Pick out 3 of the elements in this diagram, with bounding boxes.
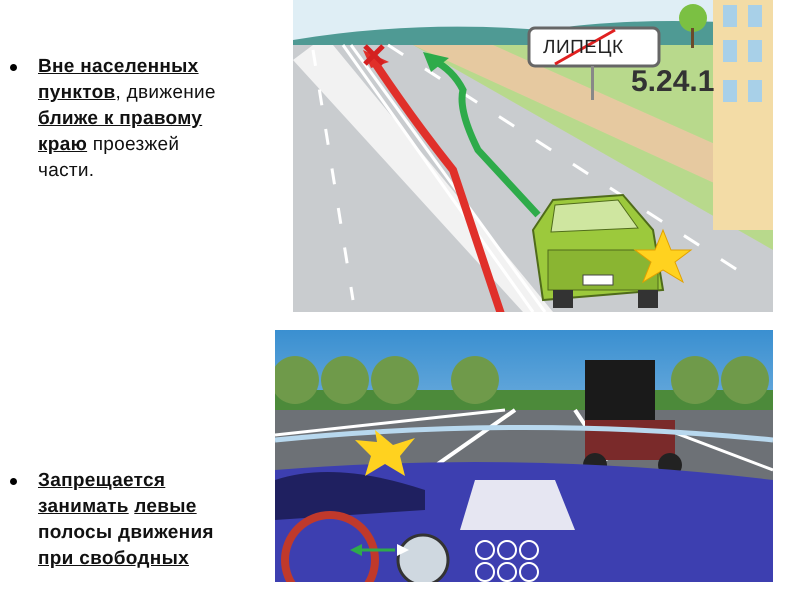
bullet-text: Вне населенных пунктов, движение ближе к правому краю проезжей части. (38, 55, 217, 183)
bullet-text: Запрещается занимать левые полосы движения при свободных (38, 469, 215, 571)
sign-number: 5.24.1 (631, 66, 714, 98)
